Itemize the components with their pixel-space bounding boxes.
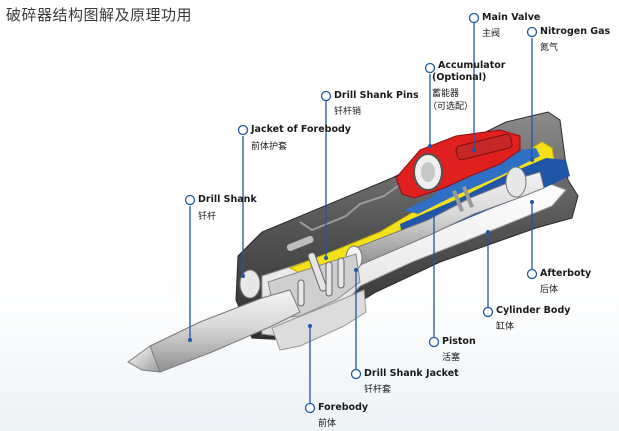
drill-shank-pin-4 (297, 279, 305, 307)
piston-rod (349, 171, 545, 267)
label-jacket-of-forebody: Jacket of Forebody (251, 124, 351, 135)
label-afterbody: Afterboty (540, 268, 592, 279)
piston-head (505, 166, 527, 198)
label-cylinder-body-cn: 缸体 (496, 322, 515, 332)
label-drill-shank: Drill Shank (198, 194, 257, 205)
label-drill-shank-jacket: Drill Shank Jacket (364, 368, 459, 379)
drill-shank-pin-2 (325, 261, 333, 297)
label-accumulator-cn: 蓄能器 (432, 89, 460, 99)
label-main-valve-cn: 主阀 (482, 29, 501, 39)
accumulator-core (421, 162, 435, 182)
label-drill-shank-pins: Drill Shank Pins (334, 90, 419, 101)
callout-leaders (189, 22, 533, 408)
label-cylinder-body: Cylinder Body (496, 305, 571, 316)
label-piston-cn: 活塞 (442, 353, 461, 363)
label-drill-shank-pins-cn: 钎杆销 (334, 107, 362, 117)
piston-collar-1 (452, 190, 464, 212)
blue-passage-inner (404, 148, 540, 214)
label-drill-shank-cn: 钎杆 (198, 212, 217, 222)
forebody-lower-block (271, 289, 367, 351)
page-title: 破碎器结构图解及原理功用 (6, 6, 193, 24)
label-accumulator-optional: (Optional) (432, 72, 487, 83)
callout-endpoints (188, 144, 534, 342)
label-accumulator-cn-optional: （可选配） (428, 102, 474, 112)
valve-spool (455, 133, 513, 161)
label-piston: Piston (442, 336, 476, 347)
label-nitrogen-gas-cn: 氮气 (540, 43, 559, 53)
drill-shank-pin-3 (337, 257, 345, 289)
label-forebody-cn: 前体 (318, 419, 337, 429)
drill-shank-rod (149, 289, 301, 373)
callout-markers (184, 12, 538, 414)
drill-shank-tip (127, 345, 161, 373)
housing-slot (286, 235, 314, 252)
label-forebody: Forebody (318, 402, 369, 413)
label-nitrogen-gas: Nitrogen Gas (540, 26, 611, 37)
label-accumulator: Accumulator (438, 60, 506, 71)
housing-ribs (299, 185, 399, 232)
label-afterbody-cn: 后体 (540, 285, 559, 295)
piston-collar-2 (462, 186, 474, 208)
label-main-valve: Main Valve (482, 12, 541, 23)
label-jacket-of-forebody-cn: 前体护套 (251, 142, 288, 152)
forebody-bore (239, 269, 261, 299)
drill-shank-pin-1 (307, 252, 328, 292)
label-drill-shank-jacket-cn: 钎杆套 (364, 385, 392, 395)
